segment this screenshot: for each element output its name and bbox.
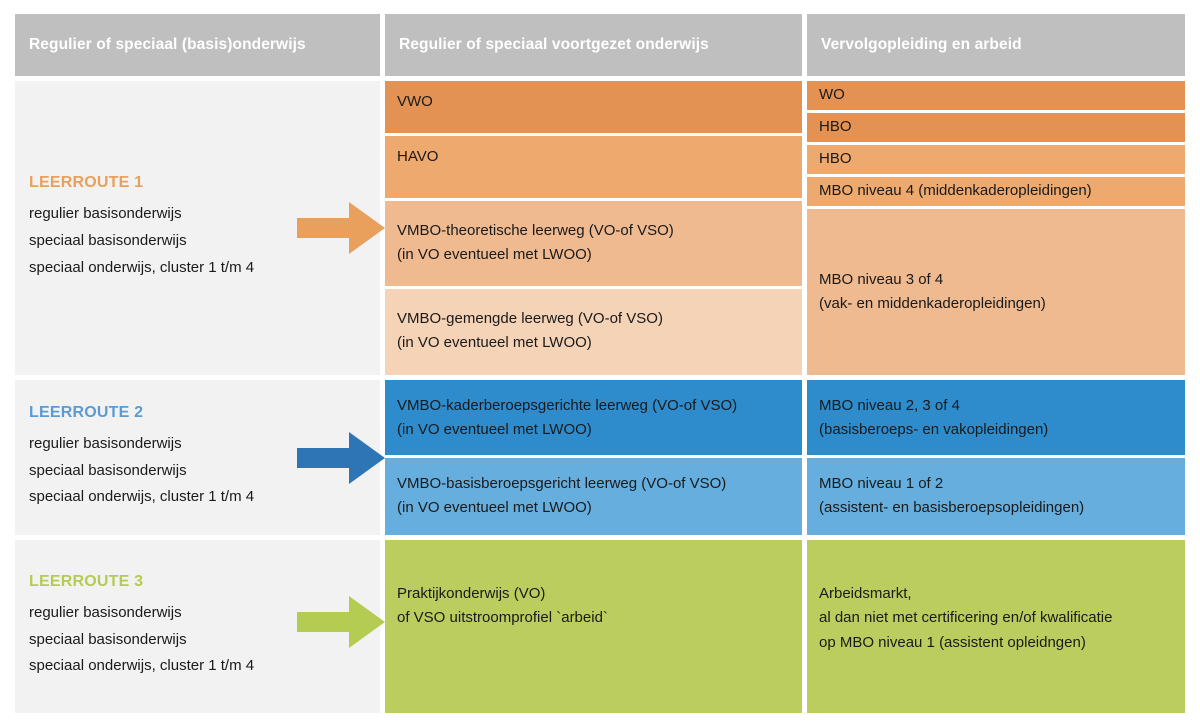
cell-line: MBO niveau 1 of 2 (819, 475, 944, 492)
secondary-cell-havo: HAVO (385, 136, 802, 198)
cell-line: VMBO-theoretische leerweg (VO-of VSO) (397, 222, 674, 239)
cell-line: (basisberoeps- en vakopleidingen) (819, 421, 1049, 439)
cell-line: of VSO uitstroomprofiel `arbeid` (397, 609, 608, 627)
tertiary-cell-arbeidsmarkt: Arbeidsmarkt, al dan niet met certificer… (807, 540, 1185, 713)
secondary-cell-vmbo-kaderberoepsgerichte: VMBO-kaderberoepsgerichte leerweg (VO-of… (385, 380, 802, 455)
right-arrow-icon (297, 594, 385, 650)
tertiary-cell-mbo-niveau-4: MBO niveau 4 (middenkaderopleidingen) (807, 177, 1185, 206)
secondary-cell-vmbo-basisberoepsgericht: VMBO-basisberoepsgericht leerweg (VO-of … (385, 458, 802, 535)
secondary-cell-vmbo-gemengde: VMBO-gemengde leerweg (VO-of VSO) (in VO… (385, 289, 802, 375)
cell-line: HBO (819, 150, 852, 168)
cell-line: VMBO-gemengde leerweg (VO-of VSO) (397, 310, 663, 327)
learning-routes-table: Regulier of speciaal (basis)onderwijs Re… (15, 14, 1185, 713)
route-title-leerroute-3: LEERROUTE 3 (29, 572, 144, 590)
header-label-secondary-education: Regulier of speciaal voortgezet onderwij… (399, 36, 709, 53)
cell-line: HBO (819, 118, 852, 136)
cell-line: MBO niveau 2, 3 of 4 (819, 397, 960, 414)
cell-line: VWO (397, 93, 433, 110)
cell-line: VMBO-kaderberoepsgerichte leerweg (VO-of… (397, 397, 738, 414)
route-title-leerroute-1: LEERROUTE 1 (29, 174, 144, 192)
cell-line: (in VO eventueel met LWOO) (397, 499, 592, 517)
right-arrow-icon (297, 200, 385, 256)
route-line: speciaal onderwijs, cluster 1 t/m 4 (29, 657, 255, 675)
header-cell-secondary-education: Regulier of speciaal voortgezet onderwij… (385, 14, 802, 76)
cell-line: Praktijkonderwijs (VO) (397, 585, 546, 602)
cell-line: op MBO niveau 1 (assistent opleidngen) (819, 633, 1086, 651)
tertiary-cell-wo: WO (807, 81, 1185, 110)
right-arrow-icon (297, 430, 385, 486)
cell-line: (in VO eventueel met LWOO) (397, 334, 592, 352)
secondary-cell-vmbo-theoretische: VMBO-theoretische leerweg (VO-of VSO) (i… (385, 201, 802, 286)
route-line: regulier basisonderwijs (29, 434, 182, 452)
route-title-leerroute-2: LEERROUTE 2 (29, 403, 144, 421)
route-line: speciaal onderwijs, cluster 1 t/m 4 (29, 258, 255, 276)
header-cell-primary-education: Regulier of speciaal (basis)onderwijs (15, 14, 380, 76)
cell-line: MBO niveau 4 (middenkaderopleidingen) (819, 182, 1092, 200)
cell-line: al dan niet met certificering en/of kwal… (819, 609, 1113, 627)
tertiary-cell-mbo-niveau-3-of-4: MBO niveau 3 of 4 (vak- en middenkaderop… (807, 209, 1185, 375)
table-header-row: Regulier of speciaal (basis)onderwijs Re… (15, 14, 1185, 76)
cell-line: HAVO (397, 148, 439, 165)
secondary-cell-praktijkonderwijs: Praktijkonderwijs (VO) of VSO uitstroomp… (385, 540, 802, 713)
cell-line: (in VO eventueel met LWOO) (397, 421, 592, 439)
tertiary-cell-hbo-vwo: HBO (807, 113, 1185, 142)
secondary-cell-vwo: VWO (385, 81, 802, 133)
cell-line: Arbeidsmarkt, (819, 585, 912, 602)
route-line: regulier basisonderwijs (29, 603, 182, 621)
tertiary-cell-mbo-niveau-2-3-of-4: MBO niveau 2, 3 of 4 (basisberoeps- en v… (807, 380, 1185, 455)
route-line: speciaal onderwijs, cluster 1 t/m 4 (29, 488, 255, 506)
cell-line: (in VO eventueel met LWOO) (397, 246, 592, 264)
cell-line: VMBO-basisberoepsgericht leerweg (VO-of … (397, 475, 727, 492)
cell-line: WO (819, 86, 845, 104)
route-line: speciaal basisonderwijs (29, 630, 187, 648)
route-line: speciaal basisonderwijs (29, 461, 187, 479)
header-label-primary-education: Regulier of speciaal (basis)onderwijs (29, 36, 306, 53)
tertiary-cell-hbo-havo: HBO (807, 145, 1185, 174)
route-line: regulier basisonderwijs (29, 205, 182, 223)
route-line: speciaal basisonderwijs (29, 232, 187, 250)
cell-line: MBO niveau 3 of 4 (819, 270, 944, 288)
header-cell-further-education: Vervolgopleiding en arbeid (807, 14, 1185, 76)
cell-line: (assistent- en basisberoepsopleidingen) (819, 499, 1085, 517)
cell-line: (vak- en middenkaderopleidingen) (819, 295, 1046, 312)
header-label-further-education: Vervolgopleiding en arbeid (821, 36, 1022, 53)
tertiary-cell-mbo-niveau-1-of-2: MBO niveau 1 of 2 (assistent- en basisbe… (807, 458, 1185, 535)
